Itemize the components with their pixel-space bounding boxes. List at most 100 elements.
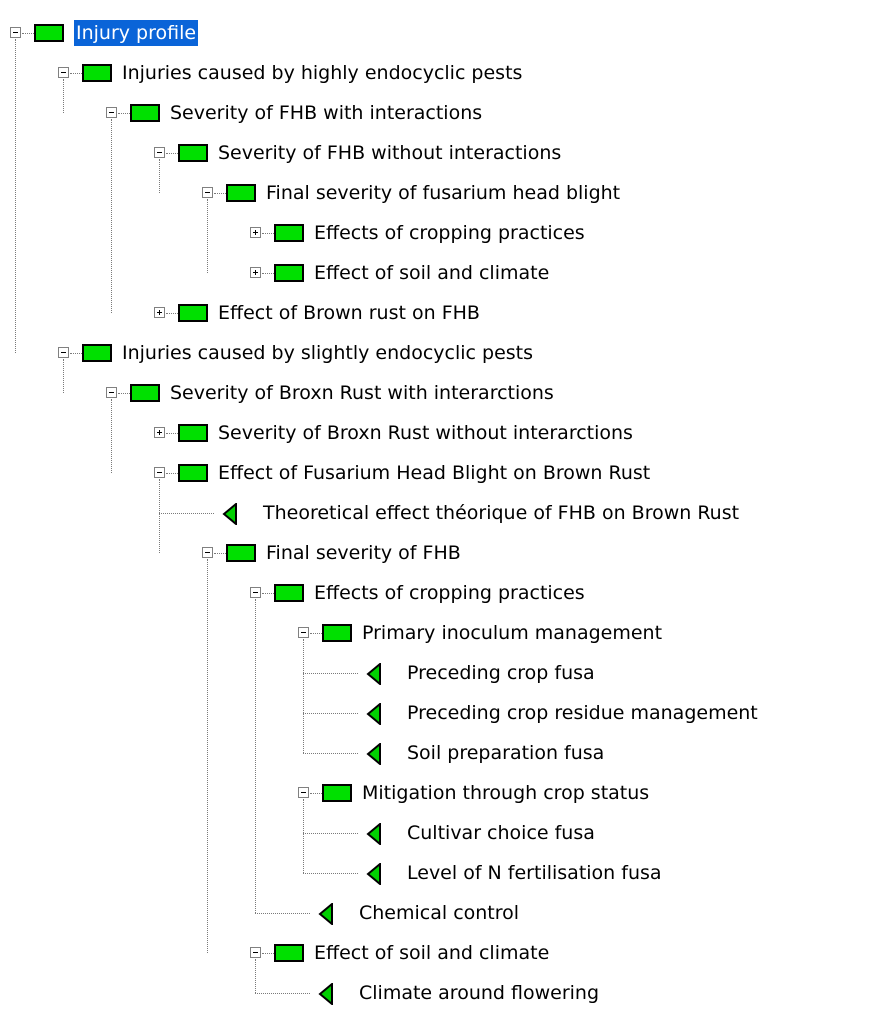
tree-node-sev-broxn-with[interactable]: Severity of Broxn Rust with interarction… bbox=[0, 374, 886, 414]
tree-connector bbox=[118, 393, 130, 394]
collapse-icon[interactable] bbox=[298, 787, 309, 798]
tree-node-soil-prep[interactable]: Soil preparation fusa bbox=[0, 734, 886, 774]
collapse-icon[interactable] bbox=[154, 147, 165, 158]
tree-connector bbox=[303, 833, 358, 834]
tree-node-theoretical-effect[interactable]: Theoretical effect théorique of FHB on B… bbox=[0, 494, 886, 534]
green-box-icon bbox=[274, 224, 304, 242]
tree-connector bbox=[255, 913, 310, 914]
tree-node-cultivar[interactable]: Cultivar choice fusa bbox=[0, 814, 886, 854]
green-box-icon bbox=[322, 624, 352, 642]
collapse-icon[interactable] bbox=[154, 467, 165, 478]
green-box-icon bbox=[274, 264, 304, 282]
tree-node-n-fertilisation[interactable]: Level of N fertilisation fusa bbox=[0, 854, 886, 894]
tree-guide-line bbox=[255, 959, 256, 993]
tree-guide-line bbox=[111, 399, 112, 473]
tree-connector bbox=[118, 113, 130, 114]
tree-node-highly-endocyclic[interactable]: Injuries caused by highly endocyclic pes… bbox=[0, 54, 886, 94]
green-box-icon bbox=[178, 304, 208, 322]
tree-node-injury-profile[interactable]: Injury profile bbox=[0, 14, 886, 54]
tree-guide-line bbox=[159, 159, 160, 193]
green-box-icon bbox=[82, 64, 112, 82]
tree-connector bbox=[70, 73, 82, 74]
tree-node-final-sev-fusarium[interactable]: Final severity of fusarium head blight bbox=[0, 174, 886, 214]
tree-connector bbox=[166, 153, 178, 154]
collapse-icon[interactable] bbox=[10, 27, 21, 38]
tree-connector bbox=[303, 713, 358, 714]
tree-node-final-sev-fhb[interactable]: Final severity of FHB bbox=[0, 534, 886, 574]
tree-node-sev-fhb-without[interactable]: Severity of FHB without interactions bbox=[0, 134, 886, 174]
tree-node-label: Chemical control bbox=[359, 902, 520, 924]
collapse-icon[interactable] bbox=[106, 387, 117, 398]
green-box-icon bbox=[130, 104, 160, 122]
green-triangle-icon bbox=[366, 863, 381, 885]
expand-icon[interactable] bbox=[154, 307, 165, 318]
collapse-icon[interactable] bbox=[202, 547, 213, 558]
tree-guide-line bbox=[159, 479, 160, 553]
tree-node-sev-fhb-with[interactable]: Severity of FHB with interactions bbox=[0, 94, 886, 134]
tree-node-label: Level of N fertilisation fusa bbox=[407, 862, 662, 884]
tree-node-label: Effects of cropping practices bbox=[314, 222, 585, 244]
tree-connector bbox=[166, 473, 178, 474]
tree-guide-line bbox=[15, 39, 16, 353]
collapse-icon[interactable] bbox=[250, 587, 261, 598]
collapse-icon[interactable] bbox=[58, 347, 69, 358]
tree-connector bbox=[310, 793, 322, 794]
tree-node-climate-flowering[interactable]: Climate around flowering bbox=[0, 974, 886, 1014]
green-triangle-icon bbox=[366, 823, 381, 845]
tree-node-label: Effects of cropping practices bbox=[314, 582, 585, 604]
tree-node-label: Climate around flowering bbox=[359, 982, 600, 1004]
tree-node-effects-cropping-1[interactable]: Effects of cropping practices bbox=[0, 214, 886, 254]
tree-node-label: Final severity of fusarium head blight bbox=[266, 182, 621, 204]
tree-node-effect-soil-1[interactable]: Effect of soil and climate bbox=[0, 254, 886, 294]
tree-connector bbox=[70, 353, 82, 354]
tree-node-effects-cropping-2[interactable]: Effects of cropping practices bbox=[0, 574, 886, 614]
tree-connector bbox=[214, 553, 226, 554]
green-triangle-icon bbox=[366, 743, 381, 765]
green-box-icon bbox=[274, 944, 304, 962]
green-triangle-icon bbox=[366, 703, 381, 725]
green-box-icon bbox=[178, 464, 208, 482]
tree-node-label: Injuries caused by slightly endocyclic p… bbox=[122, 342, 534, 364]
collapse-icon[interactable] bbox=[106, 107, 117, 118]
green-box-icon bbox=[226, 184, 256, 202]
tree-node-preceding-residue[interactable]: Preceding crop residue management bbox=[0, 694, 886, 734]
tree-guide-line bbox=[303, 799, 304, 873]
tree-node-effect-soil-2[interactable]: Effect of soil and climate bbox=[0, 934, 886, 974]
tree-node-label: Injuries caused by highly endocyclic pes… bbox=[122, 62, 523, 84]
tree-node-label: Preceding crop fusa bbox=[407, 662, 595, 684]
green-box-icon bbox=[178, 144, 208, 162]
tree-guide-line bbox=[255, 599, 256, 913]
collapse-icon[interactable] bbox=[298, 627, 309, 638]
green-box-icon bbox=[34, 24, 64, 42]
green-triangle-icon bbox=[318, 983, 333, 1005]
tree-connector bbox=[262, 953, 274, 954]
expand-icon[interactable] bbox=[154, 427, 165, 438]
tree-node-primary-inoculum[interactable]: Primary inoculum management bbox=[0, 614, 886, 654]
collapse-icon[interactable] bbox=[58, 67, 69, 78]
tree-node-label: Primary inoculum management bbox=[362, 622, 663, 644]
tree-node-effect-fhb-on-br[interactable]: Effect of Fusarium Head Blight on Brown … bbox=[0, 454, 886, 494]
tree-guide-line bbox=[63, 79, 64, 113]
collapse-icon[interactable] bbox=[202, 187, 213, 198]
collapse-icon[interactable] bbox=[250, 947, 261, 958]
tree-node-preceding-crop[interactable]: Preceding crop fusa bbox=[0, 654, 886, 694]
tree-node-effect-brown-rust[interactable]: Effect of Brown rust on FHB bbox=[0, 294, 886, 334]
green-triangle-icon bbox=[318, 903, 333, 925]
tree-connector bbox=[262, 273, 274, 274]
tree-guide-line bbox=[111, 119, 112, 313]
green-triangle-icon bbox=[222, 503, 237, 525]
tree-node-label: Final severity of FHB bbox=[266, 542, 461, 564]
tree-connector bbox=[166, 313, 178, 314]
tree-node-mitigation[interactable]: Mitigation through crop status bbox=[0, 774, 886, 814]
tree-node-slightly-endocyclic[interactable]: Injuries caused by slightly endocyclic p… bbox=[0, 334, 886, 374]
tree-node-label: Effect of Brown rust on FHB bbox=[218, 302, 480, 324]
expand-icon[interactable] bbox=[250, 227, 261, 238]
tree-node-sev-broxn-without[interactable]: Severity of Broxn Rust without interarct… bbox=[0, 414, 886, 454]
tree-node-chemical-control[interactable]: Chemical control bbox=[0, 894, 886, 934]
green-box-icon bbox=[322, 784, 352, 802]
expand-icon[interactable] bbox=[250, 267, 261, 278]
tree-guide-line bbox=[207, 199, 208, 273]
tree-node-label: Soil preparation fusa bbox=[407, 742, 605, 764]
tree-guide-line bbox=[63, 359, 64, 393]
